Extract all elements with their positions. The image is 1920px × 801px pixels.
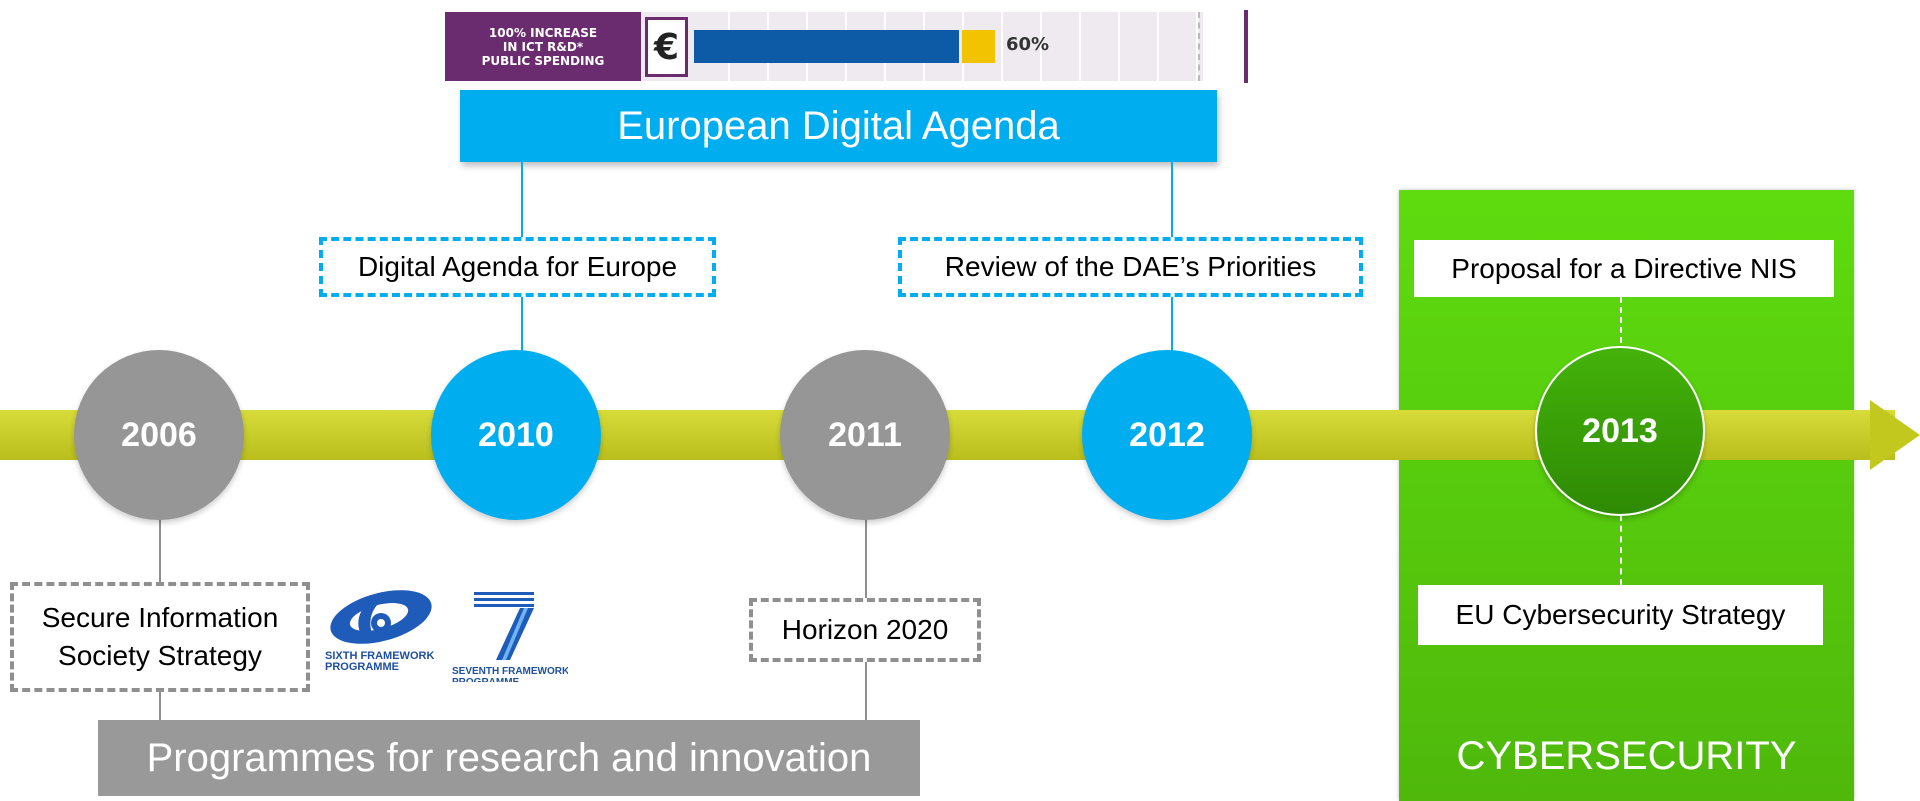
programmes-research-innovation-bar: Programmes for research and innovation: [98, 720, 920, 796]
review-dae-priorities-box: Review of the DAE’s Priorities: [898, 237, 1363, 297]
connector-agenda-2012: [1171, 162, 1173, 237]
connector-2011-box: [865, 515, 867, 598]
banner-percent: 60%: [1006, 34, 1050, 55]
horizon-2020-box: Horizon 2020: [749, 598, 981, 662]
connector-box-programmes-right: [865, 662, 867, 720]
connector-2006-box: [159, 515, 161, 582]
banner-progress-bar: [694, 30, 959, 63]
banner-label: 100% INCREASE IN ICT R&D* PUBLIC SPENDIN…: [445, 12, 641, 81]
secure-information-society-box: Secure Information Society Strategy: [10, 582, 310, 692]
connector-agenda-2010: [521, 162, 523, 237]
year-2006-circle: 2006: [74, 350, 244, 520]
digital-agenda-for-europe-box: Digital Agenda for Europe: [319, 237, 716, 297]
euro-icon: €: [645, 17, 688, 77]
banner-edge: [1244, 10, 1248, 83]
year-2013-circle: 2013: [1535, 346, 1705, 516]
connector-box-2012: [1171, 297, 1173, 353]
year-2010-circle: 2010: [431, 350, 601, 520]
connector-box-2010: [521, 297, 523, 353]
banner-divider: [1198, 12, 1200, 81]
proposal-directive-nis-box: Proposal for a Directive NIS: [1414, 240, 1834, 297]
banner-progress-marker: [962, 30, 995, 63]
cybersecurity-label: CYBERSECURITY: [1456, 734, 1797, 778]
eu-cybersecurity-strategy-box: EU Cybersecurity Strategy: [1418, 585, 1823, 645]
year-2011-circle: 2011: [780, 350, 950, 520]
european-digital-agenda-header: European Digital Agenda: [460, 90, 1217, 162]
connector-proposal-2013: [1620, 297, 1622, 353]
connector-2013-strategy: [1620, 515, 1622, 585]
connector-box-programmes-left: [159, 692, 161, 720]
year-2012-circle: 2012: [1082, 350, 1252, 520]
timeline-arrow-head: [1870, 400, 1920, 470]
